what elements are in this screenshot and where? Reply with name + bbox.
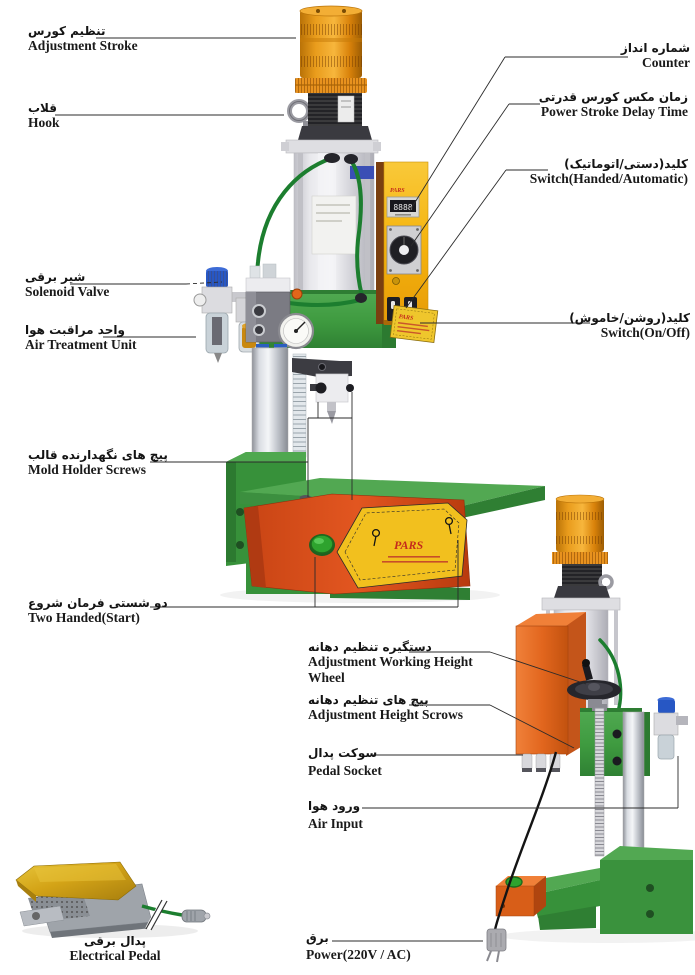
- pedal-cable: [141, 904, 183, 917]
- label-air-input: ورود هوا Air Input: [308, 799, 448, 832]
- threaded-column: [298, 93, 372, 140]
- leader-two-handed-start: [150, 540, 459, 608]
- leader-power-stroke-delay: [410, 103, 540, 247]
- rear-base: [500, 846, 695, 943]
- punch-tip: [327, 411, 336, 424]
- label-fa: قلاب: [28, 101, 58, 115]
- timer-knob: [386, 225, 422, 275]
- label-en: Air Input: [308, 816, 363, 831]
- label-fa: تنظیم کورس: [28, 24, 106, 38]
- valve-button: [291, 288, 303, 300]
- leader-solenoid-valve-dash: [185, 281, 223, 285]
- height-wheel: [567, 659, 621, 712]
- pedal-illustration: [15, 861, 211, 938]
- label-adjustment-stroke: تنظیم کورس Adjustment Stroke: [28, 24, 208, 54]
- label-en: Switch(Handed/Automatic): [529, 171, 688, 186]
- secondary-press-illustration: [486, 494, 695, 963]
- label-en: Adjustment Stroke: [28, 38, 138, 53]
- label-electrical-pedal: پدال برقی Electrical Pedal: [45, 934, 185, 964]
- label-fa: سوکت پدال: [308, 746, 378, 760]
- label-en: Adjustment Height Scrows: [308, 707, 463, 722]
- label-switch-on-off: کلید(روشن/خاموش) Switch(On/Off): [432, 311, 690, 341]
- main-press-illustration: PARS 8888: [193, 5, 545, 603]
- hand-warning-icon: [444, 516, 454, 535]
- air-cylinder: [293, 152, 375, 302]
- nameplate: PARS: [389, 304, 439, 344]
- leader-adjustment-height-screws: [409, 704, 575, 749]
- label-en: Switch(On/Off): [600, 325, 690, 340]
- leader-counter: [408, 56, 628, 213]
- leader-adjustment-working-height-wheel: [409, 651, 587, 685]
- label-en: Adjustment Working Height Wheel: [308, 654, 473, 685]
- label-en: Electrical Pedal: [69, 948, 161, 963]
- label-fa: واحد مراقبت هوا: [25, 323, 125, 337]
- label-en: Counter: [642, 55, 690, 70]
- pedal-connector: [181, 909, 211, 923]
- label-adjustment-height-screws: پیچ های تنظیم دهانه Adjustment Height Sc…: [308, 693, 498, 723]
- leader-switch-handed-automatic: [405, 169, 548, 309]
- cable-break-mark: [145, 899, 163, 930]
- label-en: Power Stroke Delay Time: [540, 104, 688, 119]
- rear-start-button-box: [495, 876, 546, 917]
- label-fa: شیر برقی: [25, 270, 86, 284]
- label-fa: پیچ های تنظیم دهانه: [308, 693, 429, 707]
- label-fa: برق: [306, 931, 329, 945]
- start-button-left: [309, 534, 335, 556]
- svg-text:PARS: PARS: [398, 314, 414, 322]
- hand-warning-icon: [371, 528, 381, 547]
- safety-guard: PARS: [243, 493, 471, 595]
- leader-air-input: [362, 756, 679, 809]
- label-solenoid-valve: شیر برقی Solenoid Valve: [25, 270, 185, 300]
- label-power: برق Power(220V / AC): [306, 931, 466, 963]
- stroke-cap: [295, 5, 367, 93]
- work-table: [240, 478, 545, 506]
- label-counter: شماره انداز Counter: [500, 41, 690, 71]
- box-screw: [392, 277, 400, 285]
- label-power-stroke-delay-time: زمان مکس کورس قدرتی Power Stroke Delay T…: [432, 90, 688, 120]
- leader-lines: [55, 37, 679, 942]
- label-fa: کلید(دستی/اتوماتیک): [564, 157, 688, 171]
- svg-text:8888: 8888: [393, 203, 412, 212]
- power-plug: [486, 928, 507, 963]
- label-en: Solenoid Valve: [25, 284, 110, 299]
- label-adjustment-working-height-wheel: دستگیره تنظیم دهانه Adjustment Working H…: [308, 640, 508, 686]
- label-fa: دستگیره تنظیم دهانه: [308, 640, 432, 654]
- label-two-handed-start: دو شستی فرمان شروع Two Handed(Start): [28, 596, 208, 626]
- label-fa: پدال برقی: [83, 934, 147, 948]
- pressure-gauge: [277, 312, 315, 350]
- label-fa: کلید(روشن/خاموش): [569, 311, 690, 325]
- leader-mold-holder-screws: [150, 392, 353, 500]
- guard-brand: PARS: [394, 538, 423, 552]
- height-screw: [612, 756, 622, 766]
- label-hook: قلاب Hook: [28, 101, 148, 131]
- label-fa: شماره انداز: [620, 41, 690, 55]
- label-fa: ورود هوا: [308, 799, 361, 813]
- label-en: Hook: [28, 115, 60, 130]
- label-en: Air Treatment Unit: [25, 337, 137, 352]
- counter-display: 8888: [386, 196, 420, 218]
- height-screw: [612, 729, 622, 739]
- label-air-treatment-unit: واحد مراقبت هوا Air Treatment Unit: [25, 323, 195, 353]
- label-pedal-socket: سوکت پدال Pedal Socket: [308, 746, 468, 779]
- air-input-fitting: [676, 716, 688, 725]
- pedal-socket-part: [521, 753, 561, 772]
- label-en: Mold Holder Screws: [28, 462, 146, 477]
- label-en: Two Handed(Start): [28, 610, 140, 625]
- rear-air-treatment: [653, 697, 688, 760]
- control-box-brand: PARS: [390, 188, 405, 194]
- power-cable: [493, 751, 558, 931]
- guard-panel: [336, 502, 468, 589]
- label-fa: زمان مکس کورس قدرتی: [538, 90, 688, 104]
- label-fa: پیچ های نگهدارنده قالب: [28, 448, 168, 462]
- rear-stroke-cap: [552, 494, 614, 598]
- label-mold-holder-screws: پیچ های نگهدارنده قالب Mold Holder Screw…: [28, 448, 218, 478]
- label-switch-handed-automatic: کلید(دستی/اتوماتیک) Switch(Handed/Automa…: [432, 157, 688, 187]
- label-en: Pedal Socket: [308, 763, 382, 778]
- label-fa: دو شستی فرمان شروع: [28, 596, 168, 610]
- label-en: Power(220V / AC): [306, 947, 411, 962]
- control-box: PARS 8888: [376, 161, 429, 325]
- cylinder-top-plate: [285, 139, 379, 154]
